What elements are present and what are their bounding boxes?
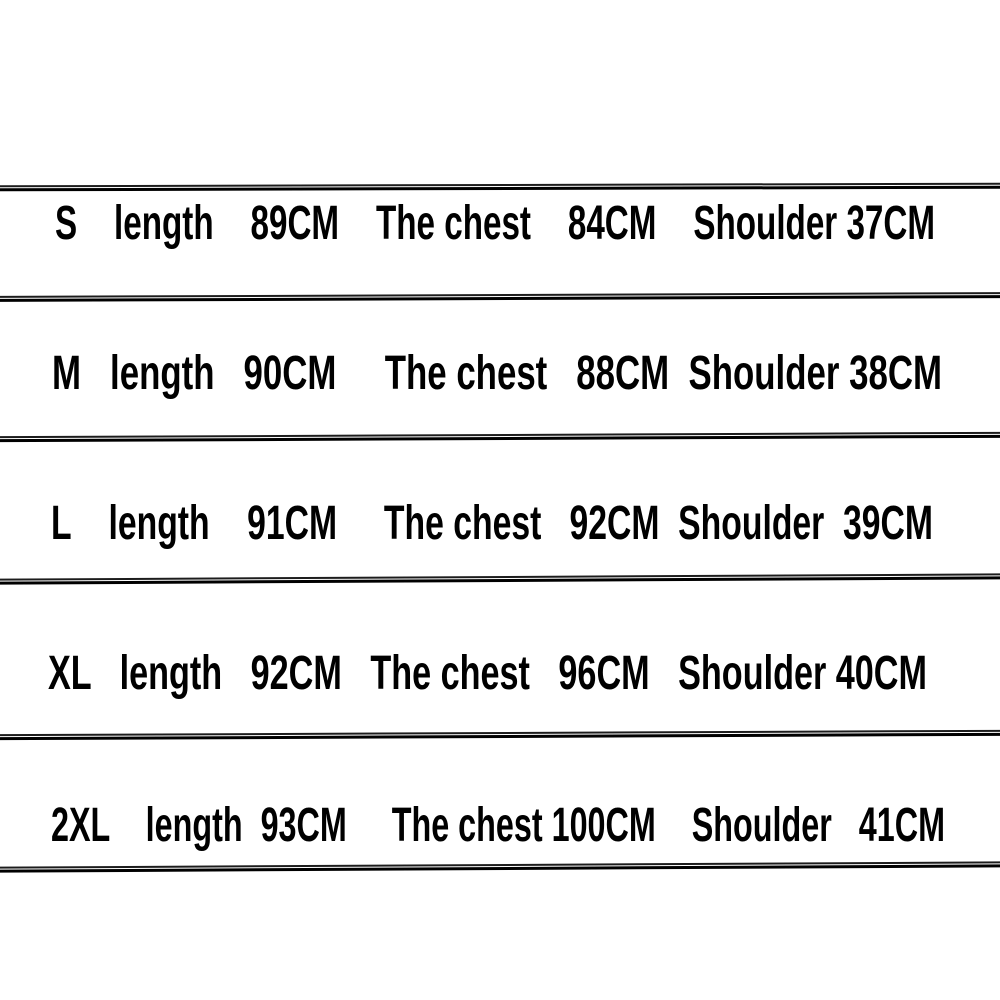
- separator-line: [0, 573, 1000, 585]
- separator-line: [0, 431, 1000, 443]
- separator-line: [0, 729, 1000, 741]
- separator-line: [0, 861, 1000, 873]
- size-row-m: M length 90CM The chest 88CM Shoulder 38…: [52, 347, 942, 400]
- size-row-s: S length 89CM The chest 84CM Shoulder 37…: [55, 197, 936, 250]
- separator-line: [0, 292, 1000, 302]
- size-row-xl: XL length 92CM The chest 96CM Shoulder 4…: [48, 647, 927, 700]
- size-row-2xl: 2XL length 93CM The chest 100CM Shoulder…: [51, 799, 946, 852]
- separator-line: [0, 182, 1000, 192]
- size-row-l: L length 91CM The chest 92CM Shoulder 39…: [51, 497, 934, 550]
